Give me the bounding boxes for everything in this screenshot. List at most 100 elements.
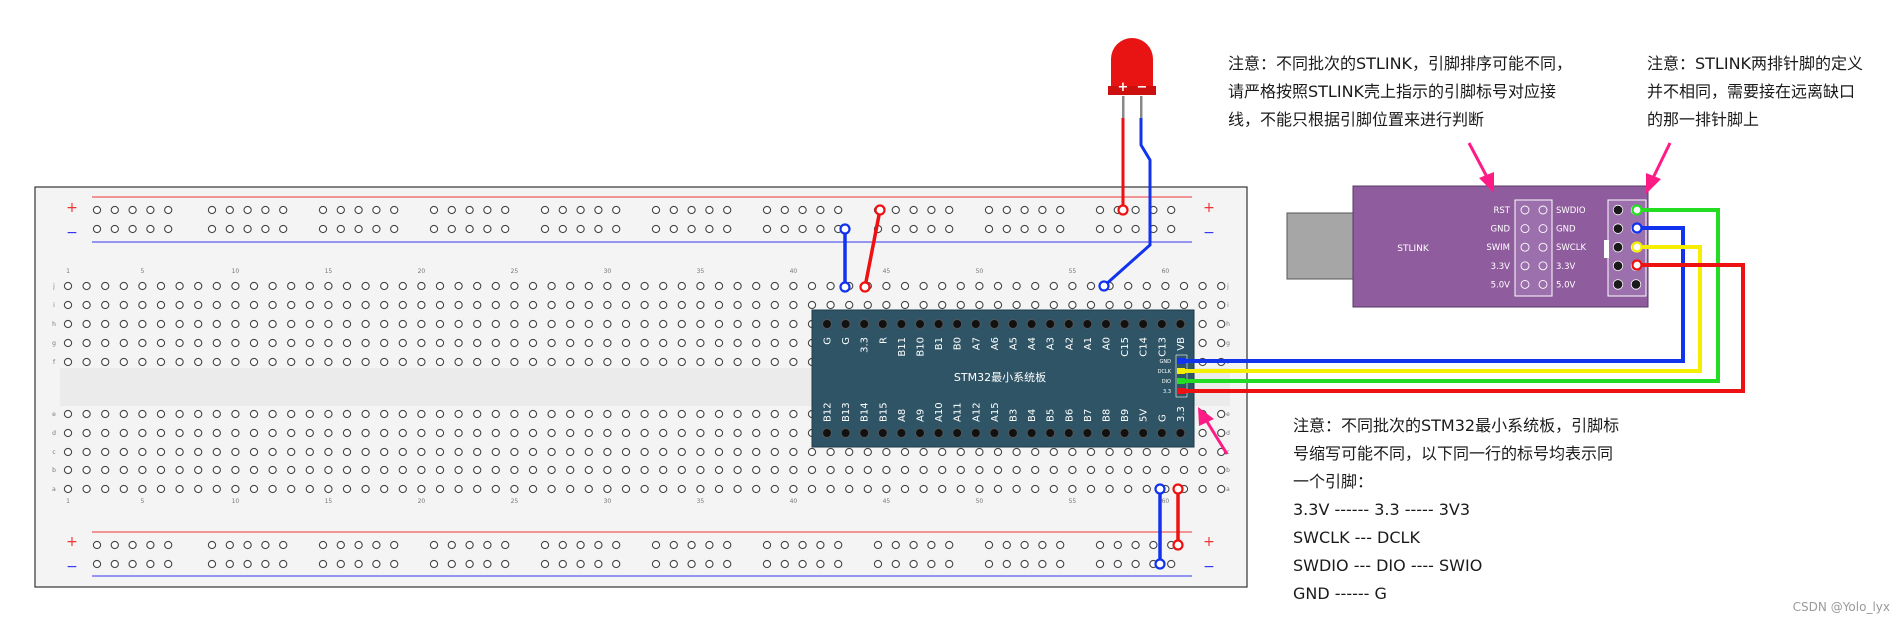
rail-plus-top-right: +: [1203, 200, 1215, 216]
wire-3v3-jumper-red: [863, 209, 882, 288]
breadboard-hole: [1113, 559, 1122, 569]
breadboard-hole: [927, 224, 936, 234]
breadboard-hole: [576, 540, 585, 550]
breadboard-hole: [342, 319, 352, 329]
note-stlink-pin-order: 注意：不同批次的STLINK，引脚排序可能不同，请严格按照STLINK壳上指示的…: [1228, 50, 1572, 134]
breadboard-hole: [491, 428, 500, 438]
breadboard-hole: [826, 281, 835, 291]
stlink-right-pin: [1612, 260, 1624, 272]
row-letter: e: [1226, 411, 1230, 418]
stlink-middle-pin: [1520, 205, 1530, 215]
breadboard-hole: [119, 484, 128, 494]
breadboard-hole: [640, 447, 649, 457]
breadboard-hole: [677, 300, 686, 310]
breadboard-hole: [473, 409, 482, 419]
stm32-top-pin: [822, 319, 832, 329]
breadboard-hole: [547, 300, 556, 310]
breadboard-hole: [975, 281, 984, 291]
breadboard-hole: [82, 409, 91, 419]
breadboard-hole: [659, 447, 668, 457]
breadboard-hole: [146, 224, 155, 234]
breadboard-hole: [687, 540, 696, 550]
breadboard-hole: [447, 559, 456, 569]
breadboard-hole: [528, 338, 538, 348]
stm32-top-pin-label: G: [841, 337, 852, 345]
breadboard-hole: [212, 300, 221, 310]
breadboard-hole: [491, 319, 500, 329]
breadboard-hole: [324, 484, 333, 494]
breadboard-hole: [528, 428, 538, 438]
breadboard-hole: [447, 224, 456, 234]
breadboard-hole: [119, 465, 128, 475]
note-line: 一个引脚：: [1293, 472, 1374, 491]
stlink-middle-pin: [1538, 279, 1548, 289]
breadboard-hole: [261, 205, 270, 215]
stm32-bottom-pin-label: A10: [934, 402, 945, 422]
breadboard-hole: [919, 281, 928, 291]
breadboard-hole: [909, 224, 918, 234]
arrow-stlink-right: [1646, 142, 1672, 194]
breadboard-hole: [659, 357, 668, 367]
breadboard-hole: [473, 281, 482, 291]
breadboard-hole: [63, 357, 73, 367]
breadboard-hole: [566, 484, 575, 494]
stlink-right-pin: [1612, 204, 1624, 216]
breadboard-hole: [372, 205, 381, 215]
breadboard-hole: [780, 540, 789, 550]
breadboard-hole: [640, 484, 649, 494]
led-minus-label: −: [1137, 80, 1148, 95]
stm32-top-pin-label: B11: [897, 337, 908, 357]
breadboard-hole: [454, 447, 463, 457]
breadboard-hole: [1012, 465, 1021, 475]
breadboard-hole: [361, 428, 370, 438]
breadboard-hole: [651, 540, 661, 550]
column-number-bottom: 1: [66, 498, 70, 505]
breadboard-hole: [268, 409, 277, 419]
breadboard-hole: [380, 281, 389, 291]
breadboard-hole: [82, 428, 91, 438]
wire-end: [859, 281, 871, 293]
breadboard-hole: [1124, 447, 1133, 457]
breadboard-hole: [566, 357, 575, 367]
breadboard-hole: [723, 224, 732, 234]
breadboard-hole: [1124, 300, 1133, 310]
breadboard-hole: [1049, 281, 1058, 291]
breadboard-hole: [207, 224, 217, 234]
breadboard-hole: [249, 319, 259, 329]
breadboard-hole: [454, 409, 463, 419]
wire-end: [839, 223, 851, 235]
breadboard-hole: [361, 281, 370, 291]
breadboard-hole: [1131, 540, 1140, 550]
breadboard-hole: [212, 338, 221, 348]
breadboard-hole: [1142, 281, 1151, 291]
breadboard-hole: [891, 205, 900, 215]
breadboard-hole: [770, 428, 779, 438]
breadboard-hole: [243, 540, 252, 550]
breadboard-hole: [510, 281, 519, 291]
breadboard-hole: [993, 447, 1003, 457]
breadboard-hole: [63, 300, 73, 310]
breadboard-hole: [128, 205, 137, 215]
breadboard-hole: [891, 540, 900, 550]
breadboard-hole: [677, 357, 686, 367]
breadboard-hole: [1217, 300, 1226, 310]
breadboard-hole: [1086, 300, 1096, 310]
breadboard-hole: [547, 484, 556, 494]
breadboard-hole: [558, 224, 567, 234]
breadboard-hole: [1049, 484, 1058, 494]
breadboard-hole: [454, 281, 463, 291]
breadboard-hole: [417, 319, 426, 329]
breadboard-hole: [696, 484, 705, 494]
breadboard-hole: [1031, 465, 1040, 475]
breadboard-hole: [659, 338, 668, 348]
breadboard-hole: [491, 338, 500, 348]
breadboard-hole: [659, 428, 668, 438]
breadboard-hole: [287, 465, 296, 475]
breadboard-hole: [119, 319, 128, 329]
column-number-bottom: 20: [418, 498, 426, 505]
stm32-bottom-pin-label: B5: [1046, 409, 1057, 422]
breadboard-hole: [110, 205, 119, 215]
breadboard-hole: [454, 338, 463, 348]
breadboard-hole: [770, 300, 779, 310]
row-letter: c: [52, 449, 55, 456]
